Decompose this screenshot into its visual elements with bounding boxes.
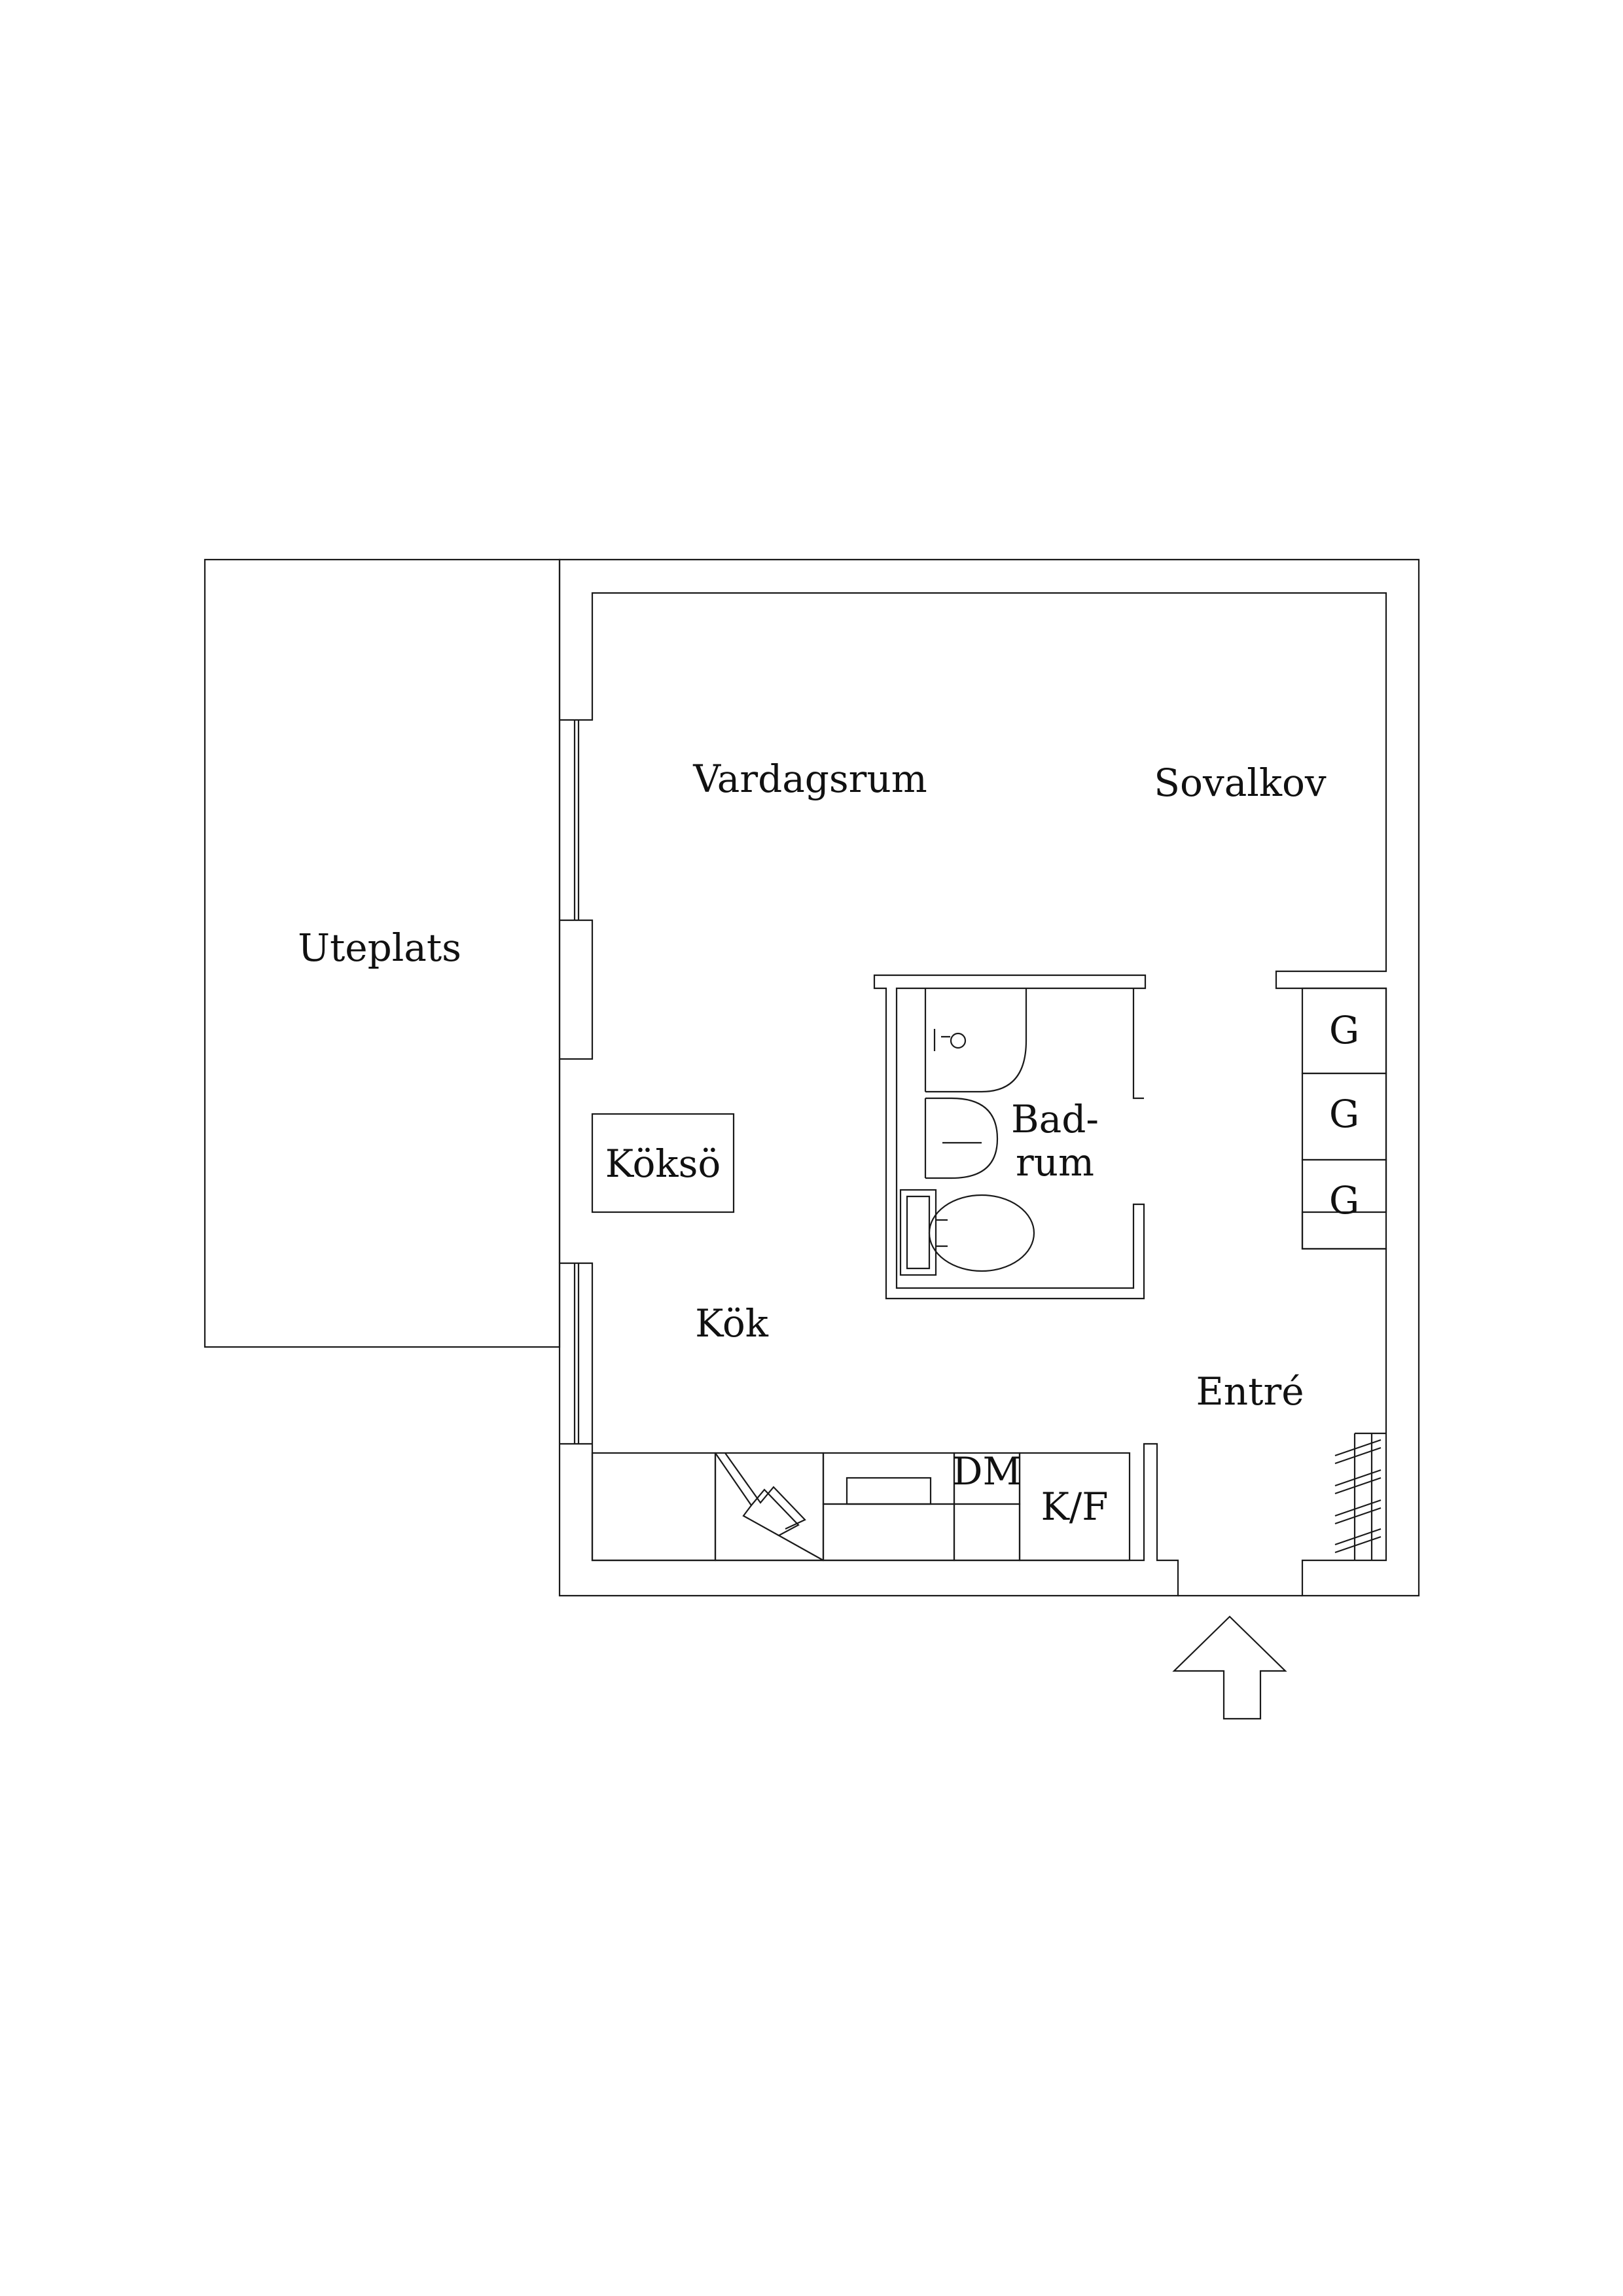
sink-icon [924, 1097, 999, 1179]
entrance-arrow-icon [1172, 1615, 1287, 1720]
room-label-badrum-line2: rum [1016, 1140, 1094, 1185]
kitchen-island [591, 1113, 735, 1213]
room-label-badrum-line1: Bad- [1011, 1097, 1099, 1141]
room-label-koksoe: Köksö [605, 1141, 721, 1186]
room-label-vardagsrum: Vardagsrum [692, 757, 927, 801]
sink-basin-icon [846, 1477, 932, 1505]
wardrobe-label-3: G [1329, 1178, 1359, 1223]
room-label-kok: Kök [695, 1301, 769, 1346]
room-label-entre: Entré [1196, 1369, 1304, 1414]
wardrobes [1301, 987, 1387, 1250]
windows [560, 720, 592, 1445]
room-label-uteplats: Uteplats [298, 925, 461, 970]
bathroom-walls [873, 974, 1147, 1300]
fixture-label-fridge-freezer: K/F [1041, 1484, 1108, 1529]
toilet-icon [899, 1189, 1035, 1276]
wardrobe-label-1: G [1329, 1008, 1359, 1052]
hanger-icons [1334, 1439, 1382, 1554]
stove-lightning-icon [715, 1452, 824, 1561]
wardrobe-label-2: G [1329, 1092, 1359, 1136]
shower-icon [924, 988, 1027, 1093]
fixture-label-dishwasher: DM [952, 1449, 1022, 1494]
exterior-walls [558, 558, 1420, 1597]
room-label-sovalkov: Sovalkov [1154, 761, 1327, 805]
entry-closet [1353, 1432, 1386, 1560]
